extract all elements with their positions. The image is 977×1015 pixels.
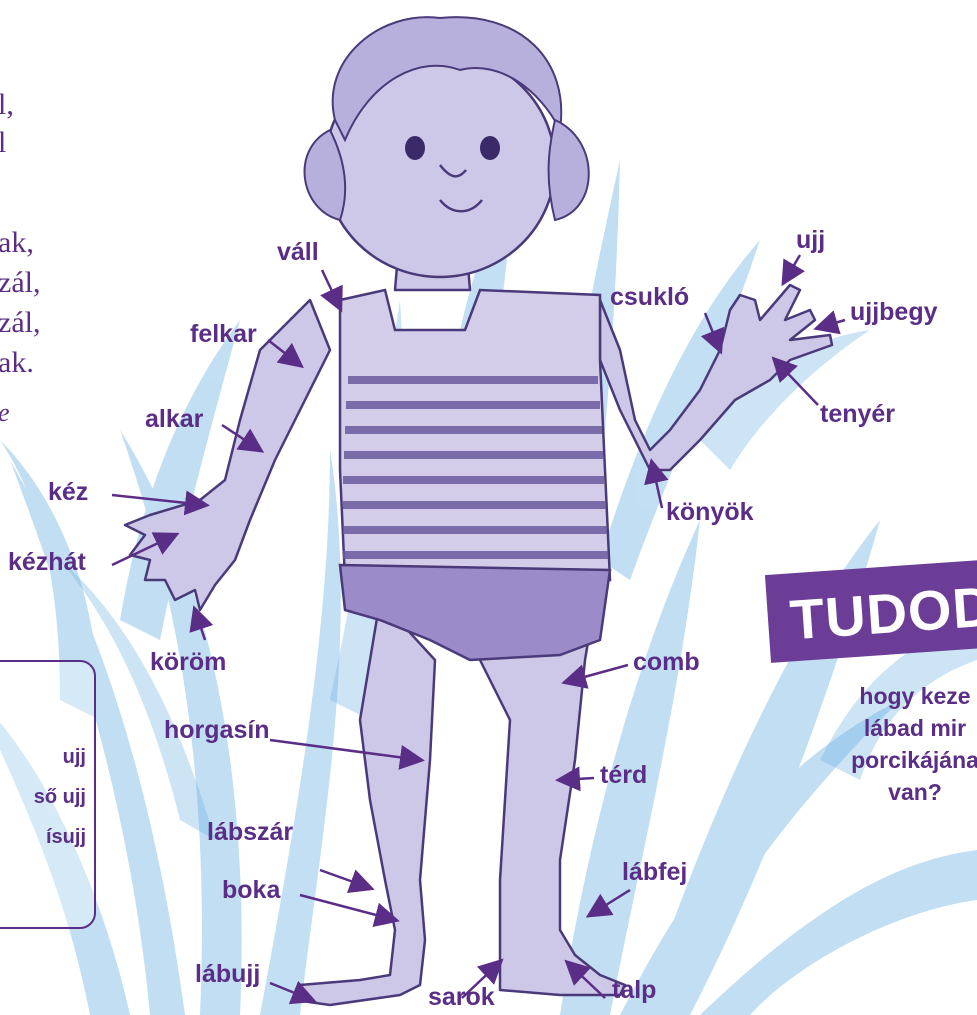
- tudod-question-line-4: van?: [785, 776, 977, 808]
- tudod-question-line-2: lábad mir: [785, 712, 977, 744]
- left-text-line-1: l,: [0, 90, 14, 120]
- arrow-tenyer: [775, 360, 818, 405]
- tudod-question-line-3: porcikájána: [785, 744, 977, 776]
- label-kez: kéz: [48, 480, 88, 505]
- arrow-labfej: [590, 890, 630, 915]
- label-ujj: ujj: [796, 228, 825, 253]
- tudod-question: hogy keze lábad mir porcikájána van?: [785, 680, 977, 808]
- label-boka: boka: [222, 878, 280, 903]
- label-labujj: lábujj: [195, 962, 260, 987]
- fingers-box-item-1: ujj: [63, 746, 86, 769]
- arrow-konyok: [652, 463, 662, 508]
- fingers-box: ujj ső ujj ísujj: [0, 660, 96, 929]
- arrow-ujjbegy: [818, 320, 845, 328]
- fingers-box-item-3: ísujj: [46, 826, 86, 849]
- label-talp: talp: [612, 978, 656, 1003]
- fingers-box-item-2: ső ujj: [34, 786, 86, 809]
- left-text-line-4: zál,: [0, 268, 40, 298]
- arrow-ujj: [784, 255, 800, 282]
- arrow-horgasin: [270, 740, 420, 760]
- label-labfej: lábfej: [622, 860, 687, 885]
- left-text-italic: e: [0, 400, 10, 426]
- label-labszar: lábszár: [207, 820, 293, 845]
- tudod-banner: TUDOD: [765, 559, 977, 663]
- arrow-kez: [112, 495, 205, 505]
- label-korom: köröm: [150, 650, 226, 675]
- left-text-line-2: l: [0, 128, 6, 158]
- label-konyok: könyök: [666, 500, 754, 525]
- label-terd: térd: [600, 763, 647, 788]
- label-tenyer: tenyér: [820, 402, 895, 427]
- label-ujjbegy: ujjbegy: [850, 300, 938, 325]
- arrow-terd: [560, 778, 594, 780]
- tudod-question-line-1: hogy keze: [785, 680, 977, 712]
- arrow-comb: [566, 665, 628, 682]
- arrow-labujj: [270, 983, 312, 1000]
- label-horgasin: horgasín: [164, 718, 270, 743]
- label-kezhat: kézhát: [8, 550, 86, 575]
- tudod-title: TUDOD: [788, 573, 977, 652]
- arrow-alkar: [222, 425, 260, 450]
- arrow-felkar: [268, 340, 300, 365]
- arrow-kezhat: [112, 535, 175, 565]
- label-vall: váll: [277, 240, 319, 265]
- arrow-labszar: [320, 870, 370, 888]
- left-text-line-3: ak,: [0, 228, 34, 258]
- label-comb: comb: [633, 650, 700, 675]
- arrow-talp: [568, 963, 605, 998]
- label-csuklo: csukló: [610, 285, 689, 310]
- arrow-csuklo: [705, 313, 720, 350]
- arrow-korom: [195, 610, 205, 640]
- left-text-line-6: ak.: [0, 348, 34, 378]
- arrow-vall: [322, 270, 340, 308]
- arrow-boka: [300, 895, 395, 920]
- label-felkar: felkar: [190, 322, 257, 347]
- left-text-line-5: zál,: [0, 308, 40, 338]
- label-alkar: alkar: [145, 407, 203, 432]
- label-sarok: sarok: [428, 985, 495, 1010]
